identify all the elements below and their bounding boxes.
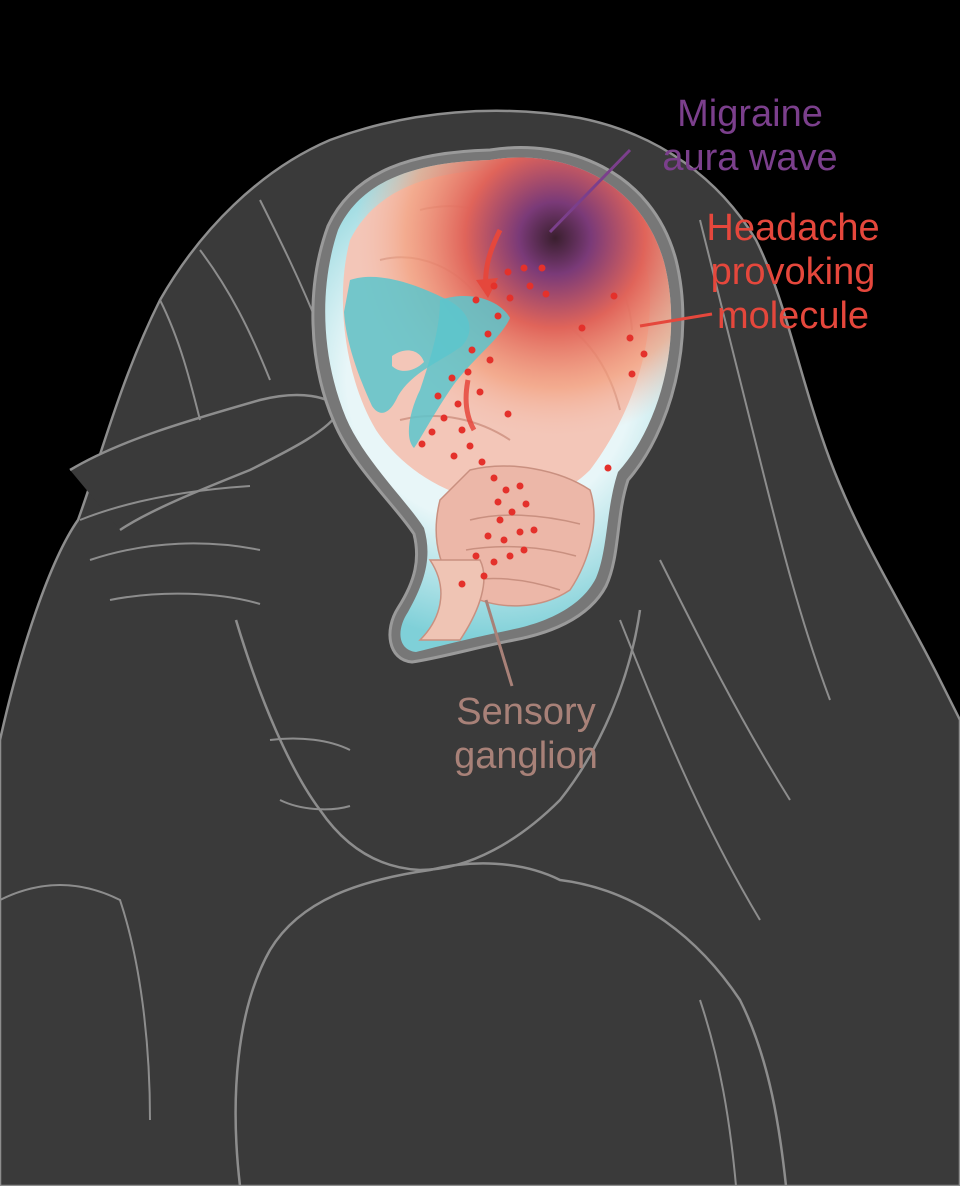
brain-window bbox=[311, 146, 685, 664]
label-line: Headache bbox=[706, 207, 880, 249]
label-line: ganglion bbox=[454, 735, 598, 777]
label-headache-provoking-molecule: Headache provoking molecule bbox=[688, 206, 898, 338]
molecule-dots bbox=[418, 264, 648, 588]
label-migraine-aura-wave: Migraine aura wave bbox=[640, 92, 860, 180]
label-line: Sensory bbox=[456, 691, 596, 733]
label-line: aura wave bbox=[662, 137, 838, 179]
label-line: molecule bbox=[716, 295, 870, 337]
label-line: Migraine bbox=[677, 93, 823, 135]
sensory-ganglion-leader bbox=[484, 599, 514, 687]
label-sensory-ganglion: Sensory ganglion bbox=[426, 690, 626, 778]
aura-wave-leader bbox=[548, 148, 632, 234]
headache-molecule-leader bbox=[639, 312, 713, 328]
label-line: provoking bbox=[710, 251, 876, 293]
